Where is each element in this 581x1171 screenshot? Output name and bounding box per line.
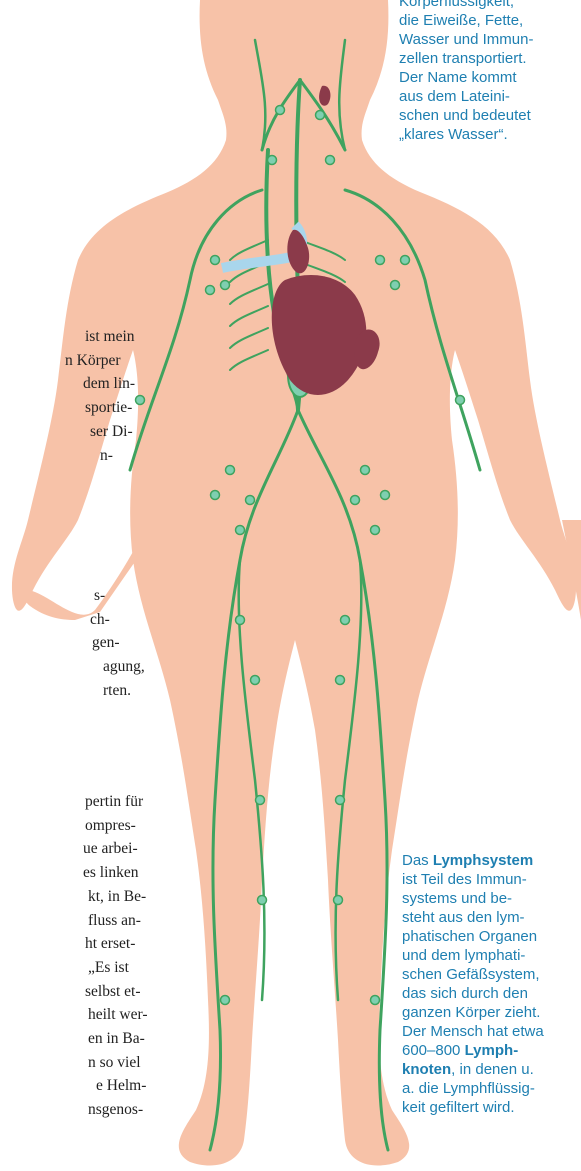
article-line: gen- xyxy=(92,631,242,655)
lymph-node xyxy=(391,281,400,290)
text-line: Der Mensch hat etwa xyxy=(402,1022,544,1041)
article-line: kt, in Be- xyxy=(88,885,238,909)
caption-suffix: , in denen u. xyxy=(451,1061,534,1078)
article-text-block-2: s-ch-gen-agung,rten. xyxy=(0,584,150,703)
article-line: ser Di- xyxy=(90,420,240,444)
text-line: schen und bedeutet xyxy=(399,106,533,125)
caption-line: knoten, in denen u. xyxy=(402,1060,544,1079)
lymph-node xyxy=(351,496,360,505)
article-line: ist mein xyxy=(85,325,235,349)
article-line: n Körper xyxy=(65,349,215,373)
text-line: das sich durch den xyxy=(402,984,544,1003)
text-line: Körperflüssigkeit, xyxy=(399,0,533,11)
caption-line: Das Lymphsystem xyxy=(402,851,544,870)
lymph-node xyxy=(334,896,343,905)
text-line: und dem lymphati- xyxy=(402,946,544,965)
article-line: n- xyxy=(100,444,250,468)
term-lymphsystem: Lymphsystem xyxy=(433,852,533,869)
text-line: systems und be- xyxy=(402,889,544,908)
text-line: Wasser und Immun- xyxy=(399,30,533,49)
lymph-node xyxy=(211,256,220,265)
lymph-node xyxy=(326,156,335,165)
caption-top: Körperflüssigkeit,die Eiweiße, Fette,Was… xyxy=(399,0,533,144)
lymph-node xyxy=(336,676,345,685)
article-line: selbst et- xyxy=(85,980,235,1004)
article-line: sportie- xyxy=(85,396,235,420)
text-line: steht aus den lym- xyxy=(402,908,544,927)
text-line: ist Teil des Immun- xyxy=(402,870,544,889)
lymph-node xyxy=(256,796,265,805)
article-line: agung, xyxy=(103,655,253,679)
article-line: nsgenos- xyxy=(88,1098,238,1122)
lymph-node xyxy=(371,526,380,535)
article-line: rten. xyxy=(103,679,253,703)
text-line: ganzen Körper zieht. xyxy=(402,1003,544,1022)
article-text-block-3: pertin fürompres-ue arbei-es linkenkt, i… xyxy=(0,790,150,1122)
article-line: es linken xyxy=(83,861,233,885)
term-lymphknoten-part2: knoten xyxy=(402,1061,451,1078)
article-line: fluss an- xyxy=(88,909,238,933)
text-line: zellen transportiert. xyxy=(399,49,533,68)
text-line: schen Gefäßsystem, xyxy=(402,965,544,984)
article-line: n so viel xyxy=(88,1051,238,1075)
article-line: e Helm- xyxy=(96,1074,246,1098)
lymph-node xyxy=(381,491,390,500)
lymph-node xyxy=(316,111,325,120)
lymph-node xyxy=(401,256,410,265)
article-line: ompres- xyxy=(85,814,235,838)
term-lymphknoten-part1: Lymph- xyxy=(465,1042,519,1059)
lymph-node xyxy=(276,106,285,115)
caption-lines: ist Teil des Immun-systems und be-steht … xyxy=(402,870,544,1041)
lymph-node xyxy=(361,466,370,475)
lymph-node xyxy=(376,256,385,265)
lymph-node xyxy=(206,286,215,295)
lymph-node xyxy=(456,396,465,405)
text-line: „klares Wasser“. xyxy=(399,125,533,144)
article-line: s- xyxy=(94,584,244,608)
text-line: keit gefiltert wird. xyxy=(402,1098,544,1117)
lymph-node xyxy=(221,281,230,290)
article-line: en in Ba- xyxy=(88,1027,238,1051)
lymph-node xyxy=(246,496,255,505)
caption-lines: a. die Lymphflüssig-keit gefiltert wird. xyxy=(402,1079,544,1117)
article-text-block-1: ist meinn Körperdem lin-sportie-ser Di-n… xyxy=(0,325,150,467)
text-line: Der Name kommt xyxy=(399,68,533,87)
lymph-node xyxy=(371,996,380,1005)
caption-prefix: Das xyxy=(402,852,433,869)
caption-bottom: Das Lymphsystem ist Teil des Immun-syste… xyxy=(402,851,544,1117)
lymph-node xyxy=(336,796,345,805)
lymph-node xyxy=(211,491,220,500)
article-line: „Es ist xyxy=(88,956,238,980)
text-line: die Eiweiße, Fette, xyxy=(399,11,533,30)
lymph-node xyxy=(258,896,267,905)
article-line: dem lin- xyxy=(83,372,233,396)
lymph-node xyxy=(236,526,245,535)
article-line: ch- xyxy=(90,608,240,632)
article-line: pertin für xyxy=(85,790,235,814)
article-line: heilt wer- xyxy=(88,1003,238,1027)
article-line: ht erset- xyxy=(85,932,235,956)
text-line: phatischen Organen xyxy=(402,927,544,946)
caption-line: 600–800 Lymph- xyxy=(402,1041,544,1060)
text-line: aus dem Lateini- xyxy=(399,87,533,106)
lymph-node xyxy=(341,616,350,625)
lymph-node xyxy=(268,156,277,165)
caption-prefix: 600–800 xyxy=(402,1042,465,1059)
text-line: a. die Lymphflüssig- xyxy=(402,1079,544,1098)
article-line: ue arbei- xyxy=(83,837,233,861)
